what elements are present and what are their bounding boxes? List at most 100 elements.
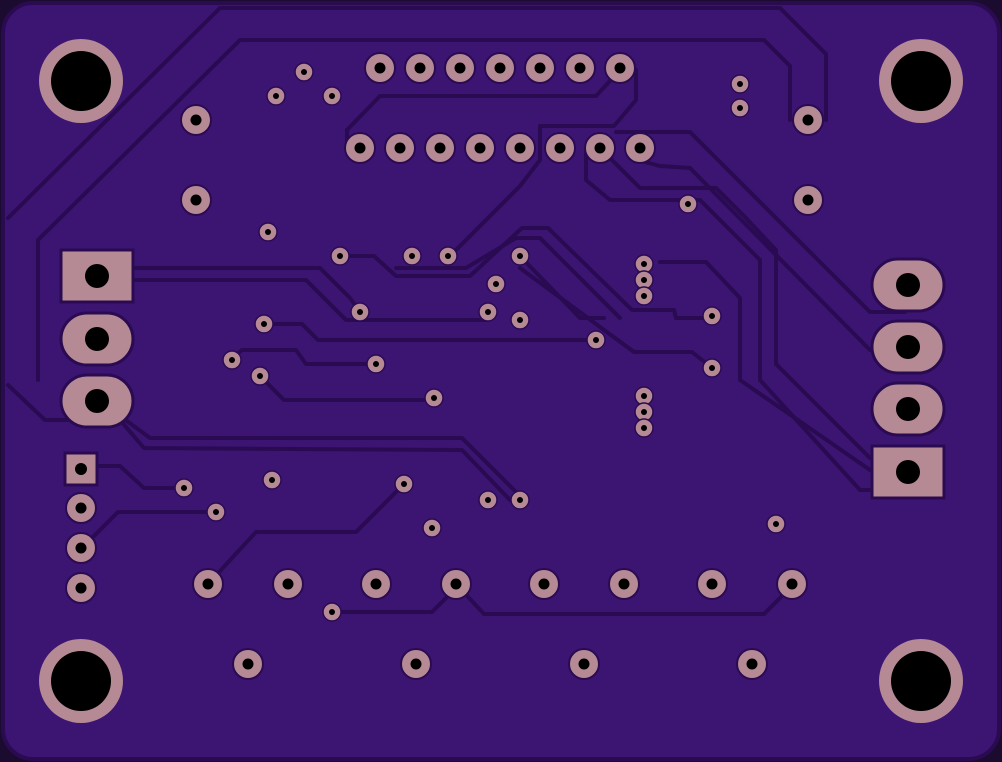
trace xyxy=(448,68,638,258)
mounting-hole-bottom-left xyxy=(39,639,123,723)
through-hole-pad xyxy=(180,104,212,136)
via xyxy=(586,330,606,350)
trace-layer xyxy=(6,6,907,616)
via xyxy=(766,514,786,534)
through-hole-pad xyxy=(65,532,97,564)
trace xyxy=(6,6,828,220)
through-hole-pad xyxy=(528,568,560,600)
via xyxy=(350,302,370,322)
trace xyxy=(36,38,792,382)
through-hole-pad xyxy=(65,492,97,524)
through-hole-pad xyxy=(180,184,212,216)
mounting-hole-top-right xyxy=(879,39,963,123)
trace xyxy=(110,408,522,498)
through-hole-pad xyxy=(584,132,616,164)
through-hole-pad xyxy=(608,568,640,600)
trace xyxy=(206,482,406,586)
through-hole-pad xyxy=(232,648,264,680)
via xyxy=(262,470,282,490)
via xyxy=(702,306,722,326)
through-hole-pad xyxy=(564,52,596,84)
trace xyxy=(258,374,436,402)
through-hole-pad xyxy=(696,568,728,600)
through-hole-pad xyxy=(444,52,476,84)
through-hole-pad xyxy=(424,132,456,164)
via xyxy=(294,62,314,82)
via xyxy=(634,386,654,406)
trace xyxy=(454,582,794,616)
via xyxy=(402,246,422,266)
through-hole-pad xyxy=(272,568,304,600)
mounting-hole-top-left xyxy=(39,39,123,123)
via xyxy=(394,474,414,494)
through-hole-pad xyxy=(404,52,436,84)
via xyxy=(330,246,350,266)
trace xyxy=(128,278,490,322)
via xyxy=(702,358,722,378)
trace xyxy=(338,226,714,320)
via xyxy=(634,270,654,290)
trace xyxy=(658,260,872,472)
trace xyxy=(614,130,907,314)
via xyxy=(322,86,342,106)
via xyxy=(510,310,530,330)
via xyxy=(510,246,530,266)
trace xyxy=(394,236,622,320)
via xyxy=(634,418,654,438)
via xyxy=(174,478,194,498)
via xyxy=(634,286,654,306)
via xyxy=(254,314,274,334)
through-hole-pad xyxy=(544,132,576,164)
via xyxy=(422,518,442,538)
through-hole-pad xyxy=(65,572,97,604)
through-hole-pads xyxy=(65,52,824,680)
mounting-holes xyxy=(39,39,963,723)
trace xyxy=(584,148,907,492)
through-hole-pad xyxy=(344,132,376,164)
via xyxy=(250,366,270,386)
trace xyxy=(518,266,714,370)
via xyxy=(510,490,530,510)
via xyxy=(266,86,286,106)
via xyxy=(438,246,458,266)
through-hole-pad xyxy=(504,132,536,164)
via xyxy=(678,194,698,214)
via xyxy=(206,502,226,522)
trace xyxy=(80,510,218,550)
via xyxy=(222,350,242,370)
via xyxy=(486,274,506,294)
via xyxy=(258,222,278,242)
through-hole-pad xyxy=(792,184,824,216)
through-hole-pad xyxy=(524,52,556,84)
trace xyxy=(118,418,512,502)
through-hole-pad xyxy=(384,132,416,164)
through-hole-pad xyxy=(568,648,600,680)
through-hole-pad xyxy=(364,52,396,84)
via xyxy=(478,302,498,322)
mounting-hole-bottom-right xyxy=(879,639,963,723)
trace xyxy=(94,464,186,490)
trace xyxy=(262,322,598,342)
through-hole-pad xyxy=(792,104,824,136)
through-hole-pad xyxy=(464,132,496,164)
trace xyxy=(518,254,606,320)
via xyxy=(478,490,498,510)
through-hole-pad xyxy=(776,568,808,600)
trace xyxy=(598,146,872,460)
via xyxy=(424,388,444,408)
through-hole-pad xyxy=(400,648,432,680)
via xyxy=(730,74,750,94)
trace xyxy=(230,348,378,366)
through-hole-pad xyxy=(484,52,516,84)
via xyxy=(366,354,386,374)
through-hole-pad xyxy=(360,568,392,600)
through-hole-pad xyxy=(604,52,636,84)
trace xyxy=(345,68,622,132)
via xyxy=(322,602,342,622)
connector-pads xyxy=(59,248,946,500)
vias xyxy=(174,62,786,622)
through-hole-pad xyxy=(736,648,768,680)
through-hole-pad xyxy=(624,132,656,164)
